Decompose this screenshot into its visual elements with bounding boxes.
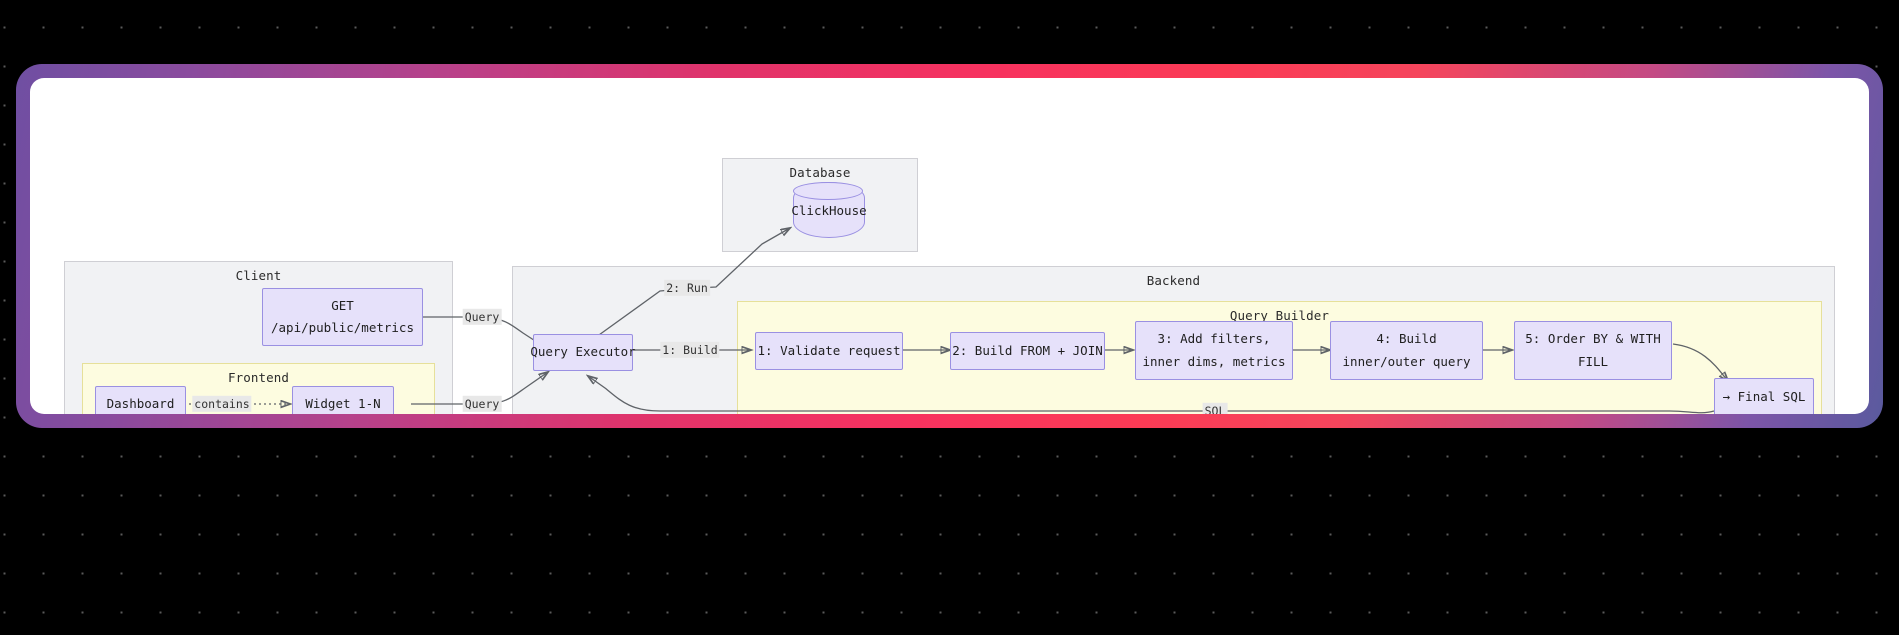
node-step-4-line1: 4: Build <box>1376 331 1437 347</box>
subgraph-database-title: Database <box>789 165 851 180</box>
node-final-sql-label: → Final SQL <box>1722 388 1806 404</box>
node-api-endpoint[interactable]: GET /api/public/metrics <box>262 288 423 346</box>
node-api-endpoint-line1: GET <box>331 297 354 313</box>
diagram-surface: Client Frontend Database Backend Query B… <box>30 78 1869 414</box>
node-step-3-line1: 3: Add filters, <box>1157 331 1271 347</box>
node-step-2[interactable]: 2: Build FROM + JOIN <box>950 332 1105 370</box>
subgraph-frontend-title: Frontend <box>227 370 289 385</box>
diagram-gradient-frame: Client Frontend Database Backend Query B… <box>16 64 1883 428</box>
node-query-executor[interactable]: Query Executor <box>530 334 636 371</box>
node-step-5-line1: 5: Order BY & WITH <box>1525 331 1661 347</box>
node-query-executor-label: Query Executor <box>530 344 636 360</box>
node-step-5-line2: FILL <box>1577 353 1609 369</box>
node-widget-label: Widget 1-N <box>305 395 381 411</box>
edge-label-query-widget: Query <box>462 395 502 413</box>
node-step-5[interactable]: 5: Order BY & WITH FILL <box>1514 321 1672 380</box>
diagram-canvas: Client Frontend Database Backend Query B… <box>30 78 1869 414</box>
node-step-3-line2: inner dims, metrics <box>1142 353 1286 369</box>
subgraph-query-builder-title: Query Builder <box>1229 308 1330 323</box>
edge-label-run: 2: Run <box>664 279 710 297</box>
node-final-sql[interactable]: → Final SQL <box>1714 378 1814 414</box>
node-step-1[interactable]: 1: Validate request <box>755 332 903 370</box>
node-widget[interactable]: Widget 1-N <box>292 386 394 414</box>
node-clickhouse[interactable]: ClickHouse <box>791 182 867 238</box>
node-clickhouse-label: ClickHouse <box>791 202 867 218</box>
node-dashboard[interactable]: Dashboard <box>95 386 186 414</box>
subgraph-client-title: Client <box>235 268 282 283</box>
edge-label-build: 1: Build <box>660 341 720 359</box>
subgraph-backend-title: Backend <box>1146 273 1201 288</box>
node-step-2-label: 2: Build FROM + JOIN <box>952 342 1103 358</box>
edge-label-contains: contains <box>192 395 252 413</box>
node-step-3[interactable]: 3: Add filters, inner dims, metrics <box>1135 321 1293 380</box>
node-api-endpoint-line2: /api/public/metrics <box>271 320 414 335</box>
edge-label-query-api: Query <box>462 308 502 326</box>
node-step-4[interactable]: 4: Build inner/outer query <box>1330 321 1483 380</box>
node-step-1-label: 1: Validate request <box>757 342 901 358</box>
node-dashboard-label: Dashboard <box>106 395 175 411</box>
node-step-4-line2: inner/outer query <box>1342 353 1471 369</box>
edge-label-sql: SQL <box>1202 402 1228 414</box>
